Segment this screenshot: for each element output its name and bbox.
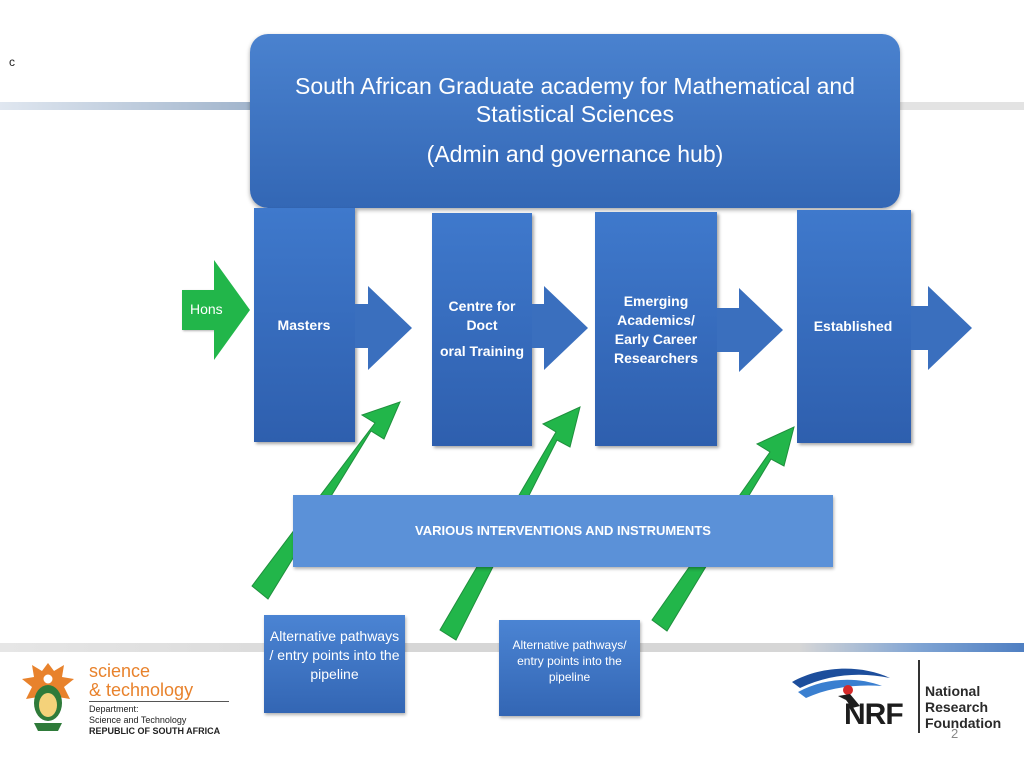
interventions-bar: VARIOUS INTERVENTIONS AND INSTRUMENTS [293, 495, 833, 567]
stage-emerging-arrow-head [739, 288, 783, 372]
stage-established-label: Established [813, 318, 893, 334]
dst-country: REPUBLIC OF SOUTH AFRICA [89, 726, 221, 736]
stage-established-arrow-head [928, 286, 972, 370]
hons-arrow-head [214, 260, 250, 360]
stage-emerging-arrow-shaft [717, 308, 741, 352]
stage-masters-label: Masters [277, 317, 331, 333]
slide-number: 2 [951, 726, 959, 741]
alternative-pathways-box-2: Alternative pathways/ entry points into … [499, 620, 640, 716]
stage-emerging-label: Emerging Academics/ Early Career Researc… [613, 293, 699, 366]
alternative-pathways-label-1: Alternative pathways / entry points into… [269, 628, 400, 682]
stage-masters [254, 208, 355, 442]
stage-doctoral-training [432, 213, 532, 446]
nrf-name: National Research Foundation [925, 683, 1002, 731]
corner-mark: c [9, 55, 15, 69]
dst-name-line2: & technology [89, 680, 194, 700]
stage-masters-arrow-head [368, 286, 412, 370]
hub-title: South African Graduate academy for Mathe… [295, 73, 855, 127]
stage-doctoral-label: Centre for Doct [448, 298, 516, 333]
dst-department-name: Science and Technology [89, 715, 187, 725]
coat-of-arms-logo [22, 663, 74, 731]
governance-hub-box: South African Graduate academy for Mathe… [250, 34, 900, 208]
alternative-pathways-label-2: Alternative pathways/ entry points into … [512, 638, 627, 684]
stage-emerging-academics [595, 212, 717, 446]
stage-masters-arrow-shaft [355, 304, 371, 348]
nrf-divider [918, 660, 920, 733]
hub-subtitle: (Admin and governance hub) [426, 141, 724, 167]
stage-doctoral-label-line2: oral Training [439, 343, 524, 359]
stage-established-arrow-shaft [911, 306, 931, 350]
header-rule-left [0, 102, 260, 110]
header-rule-right [898, 102, 1024, 110]
dst-divider [89, 701, 229, 702]
hons-arrow-body [182, 290, 216, 330]
stage-doctoral-arrow-head [544, 286, 588, 370]
nrf-letters: NRF [844, 698, 904, 731]
hons-label: Hons [190, 301, 223, 317]
stage-doctoral-arrow-shaft [532, 304, 546, 348]
dst-department: Department: Science and Technology [89, 704, 186, 726]
nrf-swoosh-logo [792, 668, 890, 708]
alternative-pathways-box-1: Alternative pathways / entry points into… [264, 615, 405, 713]
dst-name-line1: science [89, 661, 151, 681]
dst-department-label: Department: [89, 704, 139, 714]
stage-established [797, 210, 911, 443]
